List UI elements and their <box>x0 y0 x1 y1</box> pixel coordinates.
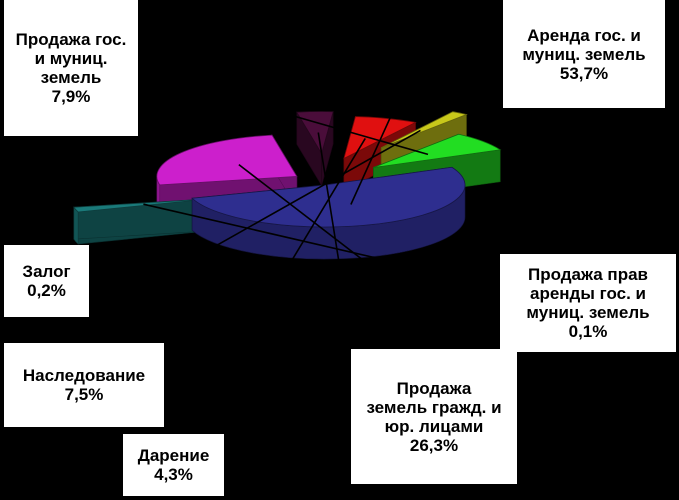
label-rent-state-municipal-text: Аренда гос. и муниц. земель 53,7% <box>522 25 646 83</box>
slice-1 <box>191 166 466 260</box>
slice-6-top <box>380 111 468 149</box>
pie-slices <box>73 111 502 260</box>
slice-4 <box>296 111 334 187</box>
leader-line-6 <box>149 129 421 284</box>
label-sale-citizens-legal-text: Продажа земель гражд. и юр. лицами 26,3% <box>366 378 502 455</box>
label-pledge: Залог 0,2% <box>4 245 89 317</box>
label-sale-state-municipal: Продажа гос. и муниц. земель 7,9% <box>4 0 138 136</box>
label-inheritance: Наследование 7,5% <box>4 343 164 427</box>
label-lease-rights-sale-text: Продажа прав аренды гос. и муниц. земель… <box>526 265 650 341</box>
leader-line-3 <box>238 164 416 301</box>
label-pledge-text: Залог 0,2% <box>22 262 71 300</box>
label-lease-rights-sale: Продажа прав аренды гос. и муниц. земель… <box>500 254 676 352</box>
label-rent-state-municipal: Аренда гос. и муниц. земель 53,7% <box>503 0 665 108</box>
slice-2 <box>73 198 212 245</box>
slice-2-top <box>73 198 212 213</box>
slice-7-top <box>373 133 502 168</box>
leader-line-4 <box>317 132 346 301</box>
slice-2-wall-0 <box>73 206 79 245</box>
slice-3-top <box>156 134 298 186</box>
label-sale-citizens-legal: Продажа земель гражд. и юр. лицами 26,3% <box>351 349 517 484</box>
leader-line-2 <box>143 203 481 283</box>
slice-5-top <box>343 116 417 160</box>
leader-lines <box>143 84 481 301</box>
label-sale-state-municipal-text: Продажа гос. и муниц. земель 7,9% <box>15 30 127 106</box>
label-inheritance-text: Наследование 7,5% <box>22 366 146 404</box>
label-gift: Дарение 4,3% <box>123 434 224 496</box>
label-gift-text: Дарение 4,3% <box>137 446 210 484</box>
leader-line-7 <box>219 94 429 156</box>
slice-4-top <box>296 111 334 155</box>
leader-line-5 <box>267 138 366 301</box>
leader-line-1 <box>350 84 406 205</box>
